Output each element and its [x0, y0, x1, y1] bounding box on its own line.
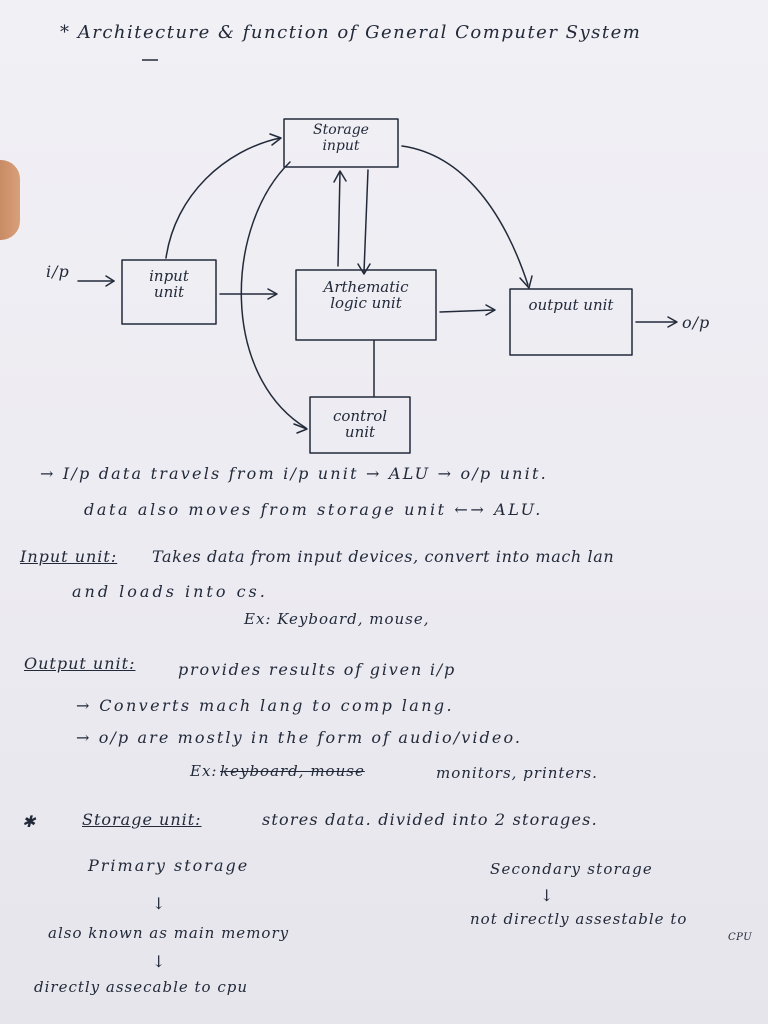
storage-unit-heading: Storage unit:	[82, 810, 202, 829]
storage-box	[283, 118, 399, 168]
input-unit-text-2: and loads into cs.	[72, 582, 268, 601]
output-example-prefix: Ex:	[190, 762, 218, 780]
alu-label: Arthematic logic unit	[323, 278, 409, 312]
flow-line-2: data also moves from storage unit ←→ ALU…	[84, 500, 543, 519]
input-unit-heading: Input unit:	[20, 547, 118, 566]
secondary-storage-text: not directly assestable to	[470, 910, 688, 928]
storage-label: Storage input	[313, 122, 369, 154]
output-bullet-2: → o/p are mostly in the form of audio/vi…	[76, 728, 523, 747]
storage-unit-text: stores data. divided into 2 storages.	[262, 810, 598, 829]
control-unit-box	[309, 396, 411, 454]
page-title: * Architecture & function of General Com…	[60, 22, 642, 43]
output-bullet-1: → Converts mach lang to comp lang.	[76, 696, 455, 715]
input-unit-text: Takes data from input devices, convert i…	[152, 547, 615, 566]
output-unit-box	[509, 288, 633, 356]
output-example-struck: keyboard, mouse	[220, 762, 365, 780]
output-unit-label: output unit	[528, 296, 614, 314]
primary-storage-text-1: also known as main memory	[48, 924, 290, 942]
control-unit-label: control unit	[332, 407, 388, 441]
primary-arrow-2: ↓	[152, 952, 167, 971]
flow-line-1: → I/p data travels from i/p unit → ALU →…	[40, 464, 548, 483]
ip-label: i/p	[46, 262, 70, 281]
output-unit-heading: Output unit:	[24, 654, 136, 673]
secondary-storage-text-2: CPU	[728, 932, 753, 943]
primary-storage-heading: Primary storage	[88, 856, 250, 875]
storage-bullet-star: ✱	[22, 812, 37, 831]
secondary-arrow: ↓	[540, 886, 555, 905]
output-unit-text: provides results of given i/p	[178, 660, 457, 679]
primary-arrow-1: ↓	[152, 894, 167, 913]
output-example: monitors, printers.	[436, 764, 598, 782]
primary-storage-text-2: directly assecable to cpu	[34, 978, 249, 996]
input-unit-label: input unit	[149, 267, 189, 301]
input-unit-box	[121, 259, 217, 325]
secondary-storage-heading: Secondary storage	[490, 860, 653, 878]
finger	[0, 160, 20, 240]
input-unit-example: Ex: Keyboard, mouse,	[244, 610, 430, 628]
op-label: o/p	[682, 313, 711, 332]
